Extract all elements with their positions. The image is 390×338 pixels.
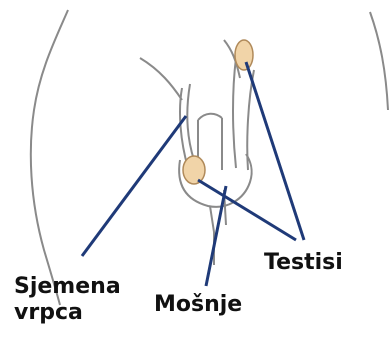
leader-line-spermatic-cord [82,116,186,256]
testis-lower [183,156,205,184]
leader-line-scrotum [206,186,226,286]
spermatic-cord-left-inner [187,84,194,160]
inguinal-outline-left [140,58,182,100]
testis-upper [235,40,253,70]
spermatic-cord-label: Sjemena vrpca [14,274,121,326]
scrotum-label: Mošnje [154,292,242,318]
right-thigh-outline [370,12,388,110]
spermatic-cord-label-line1: Sjemena [14,274,121,300]
spermatic-cord-right [233,58,236,168]
testes-label: Testisi [264,250,343,276]
left-thigh-outline [31,10,68,305]
spermatic-cord-label-line2: vrpca [14,300,121,326]
